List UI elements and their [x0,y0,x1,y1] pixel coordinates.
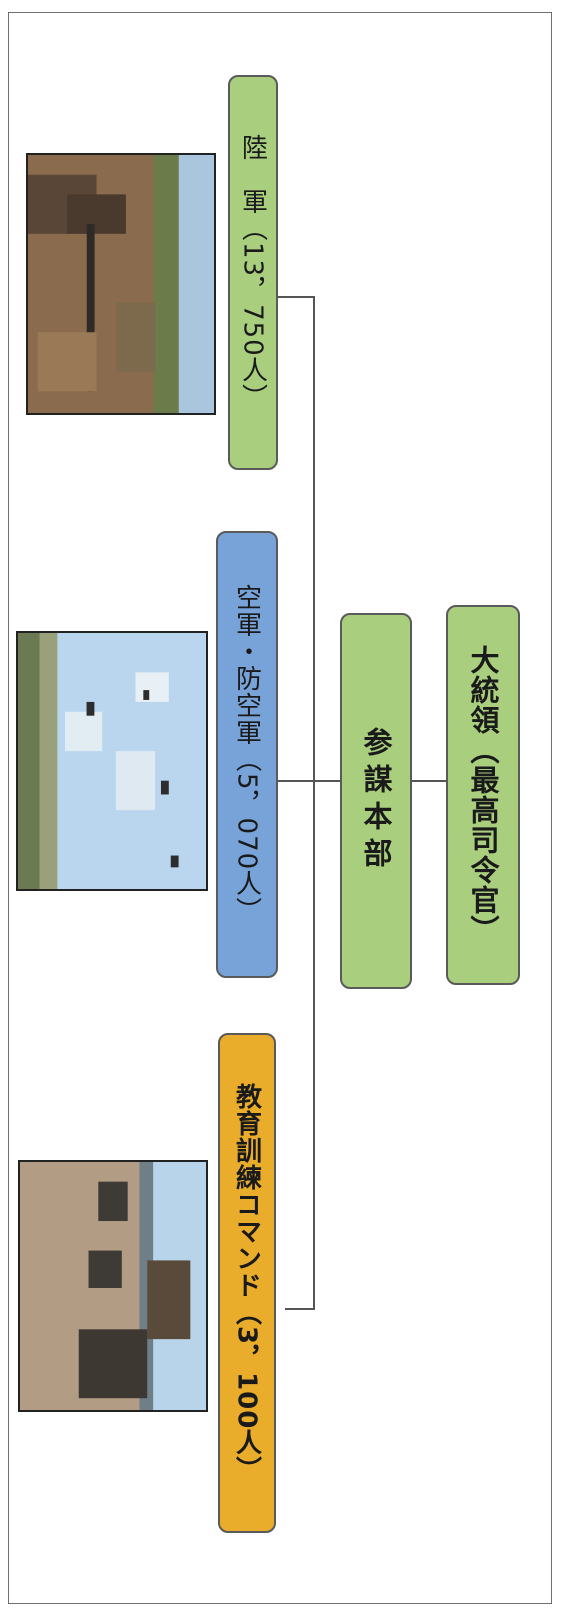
president-label: 大統領（最高司令官） [466,645,500,945]
army-label: 陸 軍（13，750人） [237,134,268,411]
air-force-box: 空軍・防空軍（5，070人） [216,531,278,978]
connector-president-staff [410,780,448,782]
trunk-line [313,297,315,1310]
training-photo [18,1160,208,1412]
army-box: 陸 軍（13，750人） [228,75,278,470]
connector-staff-trunk [314,780,342,782]
air-force-photo [16,631,208,891]
connector-air-force [278,780,314,782]
training-command-label: 教育訓練コマンド（3，100人） [231,1082,262,1484]
president-box: 大統領（最高司令官） [446,605,520,985]
general-staff-label: 参謀本部 [359,727,393,875]
army-photo [26,153,216,415]
diagram-frame [8,12,552,1604]
connector-army [278,296,315,298]
air-force-label: 空軍・防空軍（5，070人） [231,584,262,925]
general-staff-box: 参謀本部 [340,613,412,989]
connector-training [285,1308,315,1310]
training-command-box: 教育訓練コマンド（3，100人） [218,1033,276,1533]
